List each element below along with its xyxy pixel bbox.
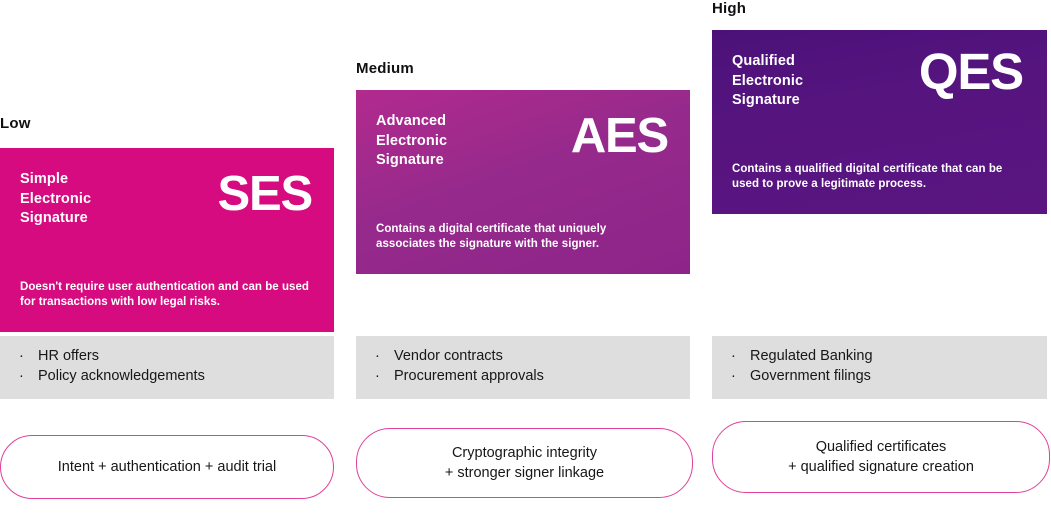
card-acronym-aes: AES <box>570 109 669 163</box>
examples-list-qes: · Regulated Banking · Government filings <box>712 336 1047 399</box>
list-item: · Procurement approvals <box>372 367 690 387</box>
card-title-qes: Qualified Electronic Signature <box>732 53 804 108</box>
list-item-label: Government filings <box>750 367 871 384</box>
column-high: High Qualified Electronic Signature QES … <box>712 0 1050 517</box>
level-label-high: High <box>712 0 747 17</box>
examples-list-aes: · Vendor contracts · Procurement approvals <box>356 336 690 399</box>
list-item: · HR offers <box>16 347 334 367</box>
list-item: · Vendor contracts <box>372 347 690 367</box>
bullet-icon: · <box>375 367 380 384</box>
level-label-medium: Medium <box>356 60 414 77</box>
list-item: · Government filings <box>728 367 1047 387</box>
column-medium: Medium Advanced Electronic Signature AES… <box>356 0 693 517</box>
pill-aes: Cryptographic integrity + stronger signe… <box>356 428 693 498</box>
list-item-label: Regulated Banking <box>750 348 873 364</box>
card-aes: Advanced Electronic Signature AES Contai… <box>356 90 690 274</box>
pill-qes: Qualified certificates + qualified signa… <box>712 421 1050 493</box>
card-description-qes: Contains a qualified digital certificate… <box>732 163 1003 190</box>
card-description-ses: Doesn't require user authentication and … <box>20 281 310 308</box>
bullet-icon: · <box>731 348 736 364</box>
card-qes: Qualified Electronic Signature QES Conta… <box>712 30 1047 214</box>
card-ses: Simple Electronic Signature SES Doesn't … <box>0 148 334 332</box>
card-acronym-ses: SES <box>217 167 314 221</box>
level-label-low: Low <box>0 115 31 132</box>
bullet-icon: · <box>731 367 736 384</box>
bullet-icon: · <box>19 348 24 364</box>
list-item: · Policy acknowledgements <box>16 367 334 387</box>
list-item-label: Vendor contracts <box>394 348 503 364</box>
bullet-icon: · <box>375 348 380 364</box>
card-title-aes: Advanced Electronic Signature <box>376 113 448 168</box>
column-low: Low Simple Electronic Signature SES Does… <box>0 0 334 517</box>
pill-ses: Intent + authentication + audit trial <box>0 435 334 499</box>
card-title-ses: Simple Electronic Signature <box>20 171 92 226</box>
list-item-label: Policy acknowledgements <box>38 367 205 384</box>
examples-list-ses: · HR offers · Policy acknowledgements <box>0 336 334 399</box>
list-item: · Regulated Banking <box>728 347 1047 367</box>
list-item-label: HR offers <box>38 348 99 364</box>
bullet-icon: · <box>19 367 24 384</box>
card-acronym-qes: QES <box>918 43 1024 100</box>
list-item-label: Procurement approvals <box>394 367 544 384</box>
card-description-aes: Contains a digital certificate that uniq… <box>376 223 607 250</box>
